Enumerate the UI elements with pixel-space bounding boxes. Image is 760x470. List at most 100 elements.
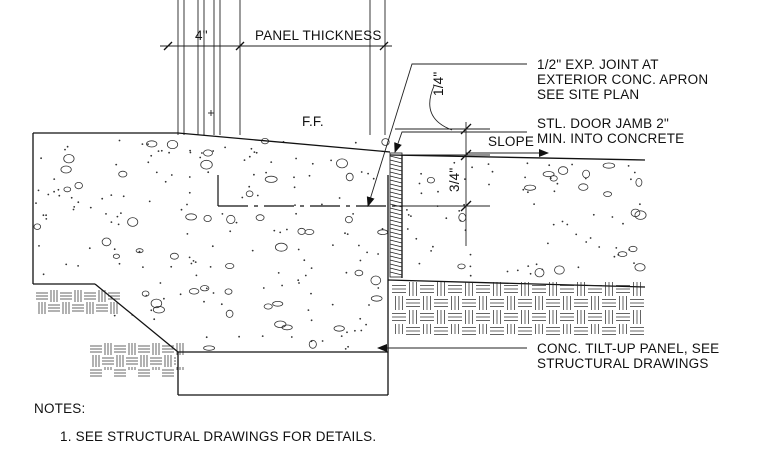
aggregate-dot xyxy=(159,282,162,284)
aggregate-dot xyxy=(360,171,363,173)
joint-hatch-line xyxy=(389,255,403,260)
aggregate-dot xyxy=(164,180,167,183)
aggregate-dot xyxy=(354,329,356,332)
aggregate-dot xyxy=(192,260,195,262)
aggregate-dot xyxy=(589,237,592,239)
aggregate-dot xyxy=(304,274,307,277)
aggregate-dot xyxy=(345,271,348,274)
aggregate-dot xyxy=(331,303,334,306)
joint-hatch-line xyxy=(389,263,403,268)
aggregate-stone xyxy=(127,217,139,227)
joint-hatch-line xyxy=(389,231,403,236)
aggregate-stone xyxy=(308,339,317,349)
aggregate-dot xyxy=(279,231,282,234)
joint-hatch-line xyxy=(389,179,403,184)
aggregate-dot xyxy=(321,203,323,206)
aggregate-stone xyxy=(152,306,165,314)
aggregate-dot xyxy=(168,151,171,154)
aggregate-dot xyxy=(203,300,205,303)
joint-hatch-line xyxy=(389,219,403,224)
aggregate-dot xyxy=(88,247,91,250)
joint-hatch-line xyxy=(389,171,403,176)
slope-label: SLOPE xyxy=(488,134,534,149)
aggregate-dot xyxy=(201,152,203,154)
aggregate-stone xyxy=(578,183,589,191)
aggregate-dot xyxy=(585,241,588,243)
aggregate-dot xyxy=(584,177,587,180)
aggregate-dot xyxy=(188,176,191,178)
aggregate-dot xyxy=(105,213,107,215)
aggregate-stone xyxy=(634,263,646,272)
aggregate-dot xyxy=(598,246,601,248)
aggregate-dot xyxy=(529,272,532,275)
aggregate-dot xyxy=(241,196,244,199)
aggregate-dot xyxy=(290,336,293,338)
aggregate-dot xyxy=(38,245,40,247)
aggregate-dot xyxy=(566,223,569,226)
aggregate-stone xyxy=(304,228,315,235)
aggregate-dot xyxy=(516,269,519,272)
aggregate-dot xyxy=(358,244,360,247)
aggregate-dot xyxy=(295,212,297,215)
aggregate-dot xyxy=(622,222,624,225)
aggregate-dot xyxy=(45,218,48,220)
aggregate-stone xyxy=(344,216,353,224)
aggregate-dot xyxy=(487,163,490,166)
panel-thickness-label: PANEL THICKNESS xyxy=(255,28,382,43)
aggregate-dot xyxy=(211,245,214,248)
aggregate-dot xyxy=(639,203,641,206)
aggregate-dot xyxy=(613,255,616,258)
aggregate-dot xyxy=(611,216,614,218)
aggregate-stone xyxy=(617,251,628,257)
aggregate-dot xyxy=(548,164,551,167)
aggregate-dot xyxy=(437,190,439,193)
aggregate-dot xyxy=(70,196,73,199)
aggregate-dot xyxy=(344,348,347,350)
joint-hatch-line xyxy=(389,267,403,272)
aggregate-dot xyxy=(295,157,297,160)
aggregate-dot xyxy=(148,200,151,203)
annotation-text: 4" PANEL THICKNESS F.F. SLOPE 1/4" 3/4" … xyxy=(34,28,719,444)
aggregate-dot xyxy=(270,161,273,164)
aggregate-dot xyxy=(47,193,50,196)
aggregate-stone xyxy=(542,171,555,178)
joint-hatch-line xyxy=(389,167,403,172)
tilt-up-panel-lines xyxy=(177,0,386,135)
joint-hatch-line xyxy=(389,155,403,160)
aggregate-stone xyxy=(635,177,643,187)
aggregate-dot xyxy=(308,174,311,177)
aggregate-dot xyxy=(277,272,280,274)
aggregate-dot xyxy=(415,237,418,240)
aggregate-dot xyxy=(188,191,191,194)
aggregate-dot xyxy=(359,259,362,262)
aggregate-stone xyxy=(169,252,179,260)
aggregate-dot xyxy=(347,345,349,348)
aggregate-stone xyxy=(281,324,293,331)
aggregate-dot xyxy=(344,232,346,235)
aggregate-dot xyxy=(463,203,465,206)
aggregate-dot xyxy=(253,151,256,154)
tilt-up-line-1: CONC. TILT-UP PANEL, SEE xyxy=(537,341,719,356)
aggregate-dot xyxy=(205,336,208,339)
aggregate-dot xyxy=(195,274,198,277)
aggregate-stone xyxy=(135,248,144,254)
aggregate-stone xyxy=(634,210,647,220)
aggregate-dot xyxy=(535,263,538,266)
aggregate-stone xyxy=(146,140,158,148)
aggregate-dot xyxy=(150,309,153,312)
aggregate-dot xyxy=(367,172,369,175)
aggregate-dot xyxy=(57,188,60,191)
notes-heading: NOTES: xyxy=(34,401,85,416)
aggregate-dot xyxy=(122,195,125,198)
aggregate-dot xyxy=(73,206,76,208)
aggregate-dot xyxy=(117,223,120,226)
aggregate-dot xyxy=(297,248,300,251)
aggregate-dot xyxy=(464,178,466,181)
joint-hatch-line xyxy=(389,195,403,200)
aggregate-dot xyxy=(160,149,163,152)
joint-hatch-line xyxy=(389,207,403,212)
aggregate-dot xyxy=(66,145,69,148)
aggregate-dot xyxy=(212,150,215,152)
joint-hatch-line xyxy=(389,187,403,192)
